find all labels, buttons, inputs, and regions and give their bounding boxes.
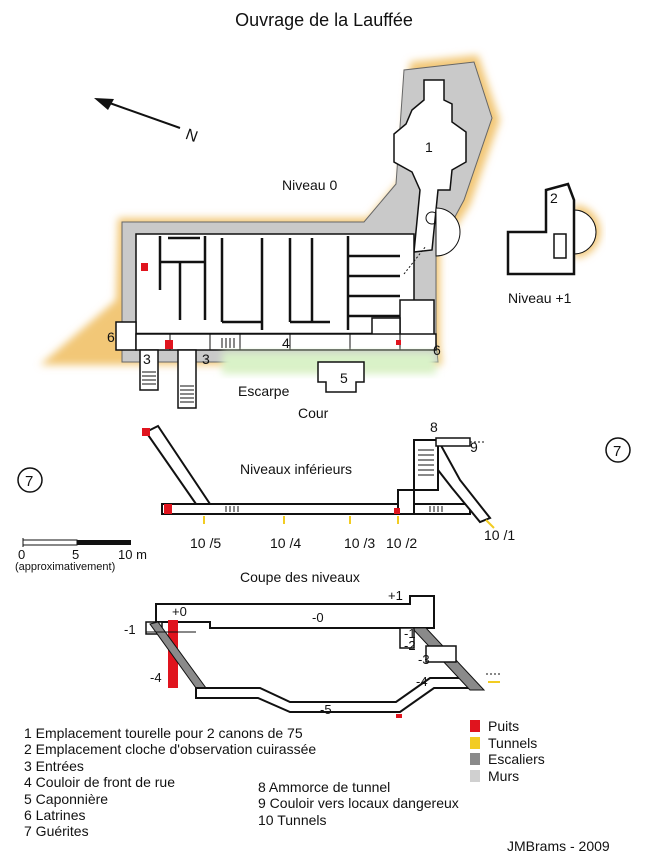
- label-3a: 3: [143, 351, 151, 367]
- key-row: Puits: [470, 718, 545, 735]
- tunnel-label-4: 10 /4: [270, 535, 301, 551]
- scale-bar: 0 5 10 m: [18, 538, 147, 562]
- level-0-plan: [40, 55, 500, 409]
- label-2: 2: [550, 190, 558, 206]
- tunnel-label-2: 10 /2: [386, 535, 417, 551]
- section-title: Coupe des niveaux: [240, 569, 360, 585]
- label-5: 5: [340, 370, 348, 386]
- legend-item: 5 Caponnière: [24, 790, 109, 807]
- svg-text:-3: -3: [418, 652, 430, 667]
- legend-item: 3 Entrées: [24, 757, 84, 774]
- svg-text:-4: -4: [416, 674, 428, 689]
- key-row: Murs: [470, 768, 545, 785]
- puits-swatch: [470, 720, 480, 733]
- svg-text:0: 0: [18, 547, 25, 562]
- svg-text:-0: -0: [312, 610, 324, 625]
- level-plus1-plan: [506, 182, 601, 276]
- north-arrow-icon: N: [94, 98, 200, 146]
- turret-cloche: [435, 207, 461, 257]
- credit: JMBrams - 2009: [507, 838, 610, 854]
- label-1: 1: [425, 139, 433, 155]
- level-0-label: Niveau 0: [282, 177, 337, 193]
- tunnel-label-3: 10 /3: [344, 535, 375, 551]
- legend-list: 1 Emplacement tourelle pour 2 canons de …: [24, 725, 316, 840]
- well-marker: [165, 340, 173, 349]
- legend-item: 2 Emplacement cloche d'observation cuira…: [24, 741, 317, 758]
- turret-room: [393, 79, 467, 253]
- svg-text:7: 7: [25, 473, 33, 490]
- tunnels-swatch: [470, 736, 480, 749]
- level-plus1-label: Niveau +1: [508, 290, 572, 306]
- main-rooms: [135, 233, 415, 335]
- tunnel-label-5: 10 /5: [190, 535, 221, 551]
- guerite-marker-right: [605, 437, 631, 463]
- tunnel-label-1: 10 /1: [484, 527, 515, 543]
- svg-text:-1: -1: [404, 626, 416, 641]
- interior-walls: [136, 236, 414, 336]
- svg-text:-1: -1: [124, 622, 136, 637]
- page-title: Ouvrage de la Lauffée: [235, 10, 413, 30]
- escarpe-label: Escarpe: [238, 383, 290, 399]
- legend-item: 6 Latrines: [24, 807, 86, 824]
- guerite-marker-left: [17, 467, 43, 493]
- label-8: 8: [430, 419, 438, 435]
- label-3b: 3: [202, 351, 210, 367]
- svg-text:+0: +0: [172, 604, 187, 619]
- svg-text:-5: -5: [320, 702, 332, 717]
- svg-text:5: 5: [72, 547, 79, 562]
- legend-item: 1 Emplacement tourelle pour 2 canons de …: [24, 725, 303, 741]
- label-4: 4: [282, 335, 290, 351]
- front-corridor: [135, 333, 437, 351]
- entrance-stairs: [139, 349, 197, 409]
- legend-item: 10 Tunnels: [258, 811, 327, 828]
- color-key: Puits Tunnels Escaliers Murs: [470, 718, 545, 784]
- svg-text:+1: +1: [388, 588, 403, 603]
- cross-section: [145, 595, 500, 718]
- lower-levels-title: Niveaux inférieurs: [240, 461, 352, 477]
- svg-text:-2: -2: [404, 638, 416, 653]
- murs-swatch: [470, 770, 480, 783]
- well-marker: [396, 340, 401, 345]
- caponniere: [317, 361, 365, 393]
- legend-item: 7 Guérites: [24, 823, 89, 840]
- compass-label: N: [183, 126, 200, 146]
- svg-text:7: 7: [613, 443, 621, 460]
- key-row: Tunnels: [470, 735, 545, 752]
- well-marker: [141, 263, 148, 271]
- key-row: Escaliers: [470, 751, 545, 768]
- label-6b: 6: [433, 342, 441, 358]
- label-9: 9: [470, 439, 478, 455]
- legend-item: 9 Couloir vers locaux dangereux: [258, 795, 459, 812]
- legend-item: 8 Ammorce de tunnel: [258, 779, 391, 795]
- lower-levels-plan: [142, 424, 495, 529]
- legend-list-2: 8 Ammorce de tunnel 9 Couloir vers locau…: [258, 779, 459, 828]
- legend-item: 4 Couloir de front de rue: [24, 774, 175, 791]
- cour-label: Cour: [298, 405, 329, 421]
- svg-text:-4: -4: [150, 670, 162, 685]
- svg-text:10 m: 10 m: [118, 547, 147, 562]
- label-6a: 6: [107, 329, 115, 345]
- scale-note: (approximativement): [15, 561, 116, 573]
- escaliers-swatch: [470, 753, 480, 766]
